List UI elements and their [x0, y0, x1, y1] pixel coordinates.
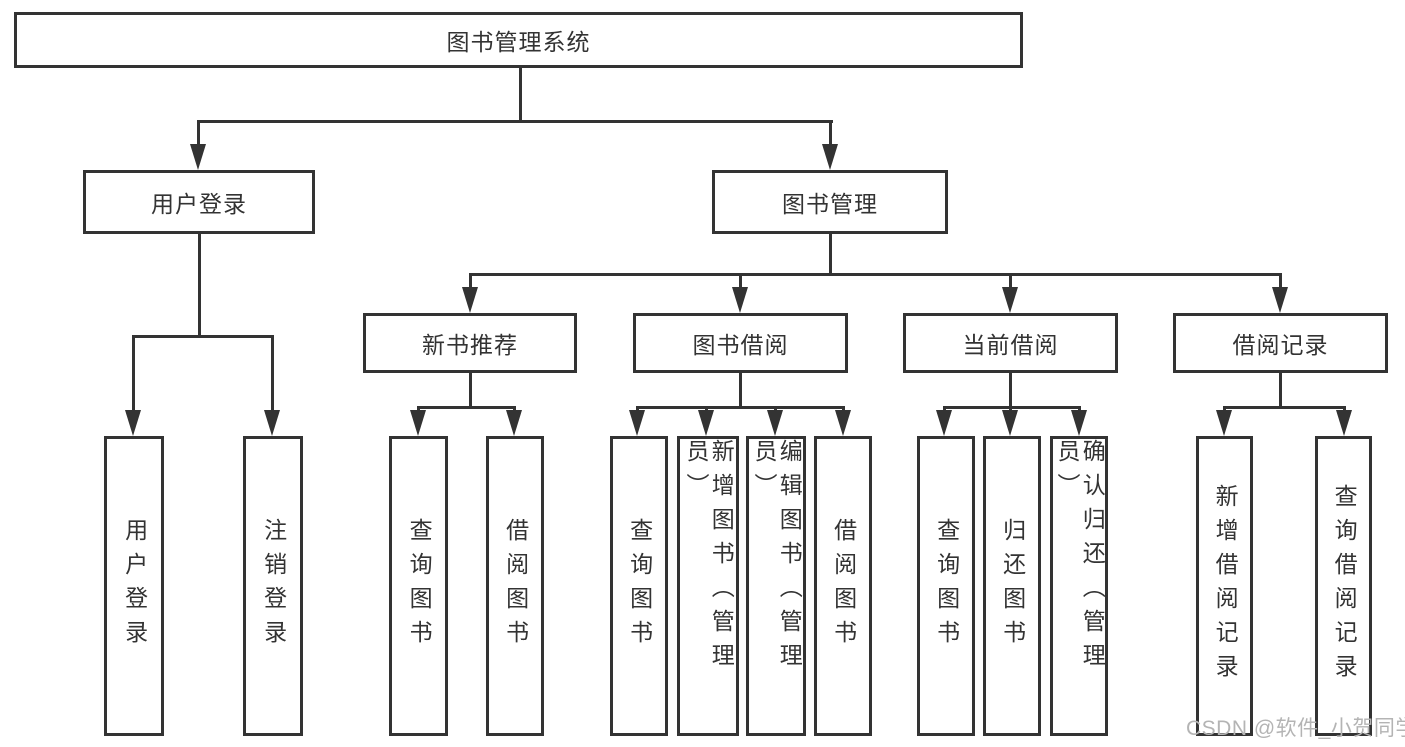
leaf-label: 查询图书	[626, 518, 653, 654]
connector-line	[829, 234, 832, 273]
arrow-down-icon	[1002, 287, 1018, 313]
arrow-down-icon	[506, 410, 522, 436]
arrow-down-icon	[936, 410, 952, 436]
arrow-down-icon	[125, 410, 141, 436]
connector-line	[197, 120, 833, 123]
leaf-label: 归还图书	[999, 518, 1026, 654]
leaf-label: 编辑图书（管理员）	[751, 439, 803, 677]
watermark: CSDN @软件_小贺同学	[1186, 717, 1405, 740]
node-user-login: 用户登录	[83, 170, 315, 234]
arrow-down-icon	[1336, 410, 1352, 436]
connector-line	[519, 68, 522, 120]
leaf-confirm-return-admin: 确认归还（管理员）	[1050, 436, 1108, 736]
arrow-down-icon	[822, 144, 838, 170]
node-library-system: 图书管理系统	[14, 12, 1023, 68]
arrow-down-icon	[698, 410, 714, 436]
connector-line	[1279, 373, 1282, 406]
arrow-down-icon	[1002, 410, 1018, 436]
arrow-down-icon	[410, 410, 426, 436]
arrow-down-icon	[629, 410, 645, 436]
connector-line	[1009, 273, 1012, 289]
arrow-down-icon	[462, 287, 478, 313]
leaf-label: 新增借阅记录	[1212, 484, 1239, 688]
arrow-down-icon	[264, 410, 280, 436]
arrow-down-icon	[835, 410, 851, 436]
leaf-borrow-books-recommend: 借阅图书	[486, 436, 544, 736]
leaf-query-books-borrowing: 查询图书	[610, 436, 668, 736]
connector-line	[469, 273, 472, 289]
connector-line	[739, 273, 742, 289]
connector-line	[469, 373, 472, 406]
leaf-query-books-recommend: 查询图书	[389, 436, 448, 736]
connector-line	[739, 373, 742, 406]
leaf-borrow-books-borrowing: 借阅图书	[814, 436, 872, 736]
connector-line	[1279, 273, 1282, 289]
leaf-label: 查询借阅记录	[1331, 484, 1358, 688]
leaf-edit-books-admin: 编辑图书（管理员）	[746, 436, 806, 736]
connector-line	[1009, 373, 1012, 406]
arrow-down-icon	[1071, 410, 1087, 436]
leaf-label: 确认归还（管理员）	[1054, 439, 1106, 677]
arrow-down-icon	[1272, 287, 1288, 313]
arrow-down-icon	[1216, 410, 1232, 436]
leaf-label: 查询图书	[406, 518, 433, 654]
leaf-label: 新增图书（管理员）	[683, 439, 735, 677]
node-current-borrowing: 当前借阅	[903, 313, 1118, 373]
leaf-label: 用户登录	[121, 518, 148, 654]
arrow-down-icon	[732, 287, 748, 313]
connector-line	[132, 335, 274, 338]
node-new-book-recommend: 新书推荐	[363, 313, 577, 373]
leaf-query-books-current: 查询图书	[917, 436, 975, 736]
node-book-management: 图书管理	[712, 170, 948, 234]
leaf-label: 借阅图书	[830, 518, 857, 654]
leaf-label: 查询图书	[933, 518, 960, 654]
arrow-down-icon	[767, 410, 783, 436]
leaf-logout: 注销登录	[243, 436, 303, 736]
connector-line	[198, 234, 201, 335]
leaf-label: 借阅图书	[502, 518, 529, 654]
leaf-user-login: 用户登录	[104, 436, 164, 736]
connector-line	[469, 273, 1282, 276]
leaf-add-books-admin: 新增图书（管理员）	[677, 436, 739, 736]
node-borrowing-records: 借阅记录	[1173, 313, 1388, 373]
connector-line	[132, 335, 135, 412]
connector-line	[943, 406, 1081, 409]
leaf-return-books: 归还图书	[983, 436, 1041, 736]
connector-line	[829, 120, 832, 146]
leaf-add-borrow-record: 新增借阅记录	[1196, 436, 1253, 736]
connector-line	[417, 406, 516, 409]
connector-line	[1223, 406, 1346, 409]
leaf-label: 注销登录	[260, 518, 287, 654]
arrow-down-icon	[190, 144, 206, 170]
connector-line	[197, 120, 200, 146]
leaf-query-borrow-record: 查询借阅记录	[1315, 436, 1372, 736]
node-book-borrowing: 图书借阅	[633, 313, 848, 373]
connector-line	[271, 335, 274, 412]
connector-line	[636, 406, 845, 409]
